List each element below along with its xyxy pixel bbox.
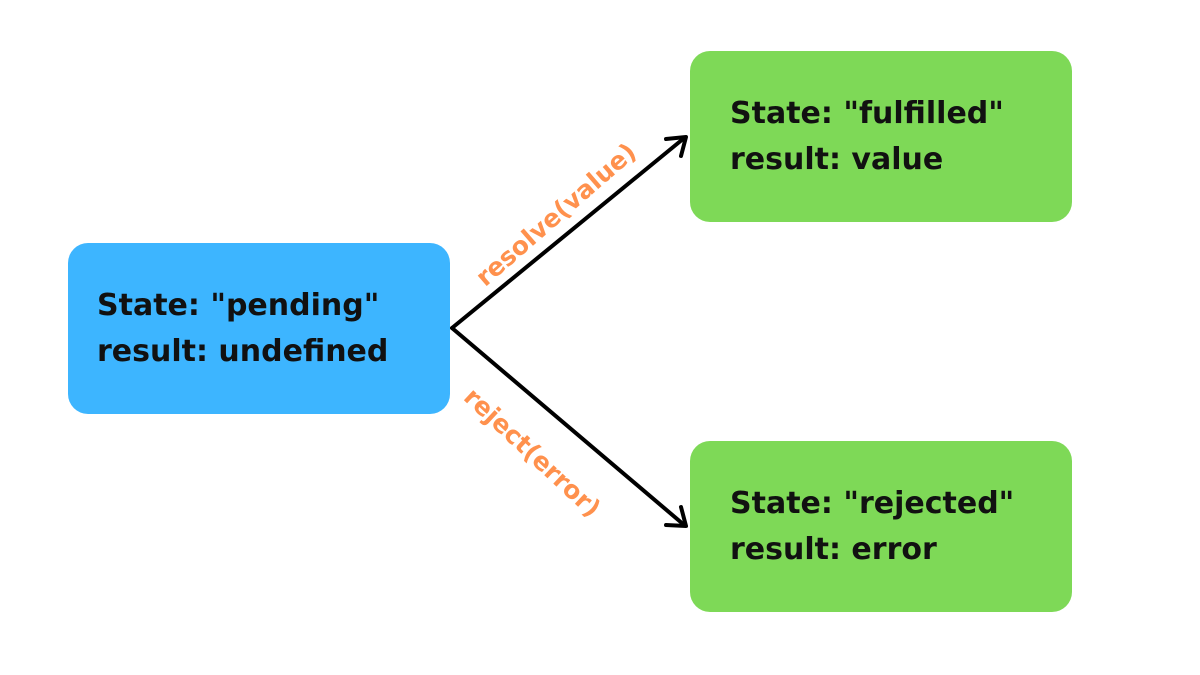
state-fulfilled-box: State: "fulfilled" result: value <box>690 51 1072 222</box>
resolve-arrow <box>450 135 688 330</box>
fulfilled-state-text: State: "fulfilled" <box>730 95 1004 131</box>
pending-state-text: State: "pending" <box>97 287 380 323</box>
rejected-state-text: State: "rejected" <box>730 485 1015 521</box>
state-rejected-box: State: "rejected" result: error <box>690 441 1072 612</box>
rejected-result-text: result: error <box>730 531 937 567</box>
pending-result-text: result: undefined <box>97 333 389 369</box>
fulfilled-result-text: result: value <box>730 141 944 177</box>
reject-arrow <box>450 326 688 528</box>
state-pending-box: State: "pending" result: undefined <box>68 243 450 414</box>
